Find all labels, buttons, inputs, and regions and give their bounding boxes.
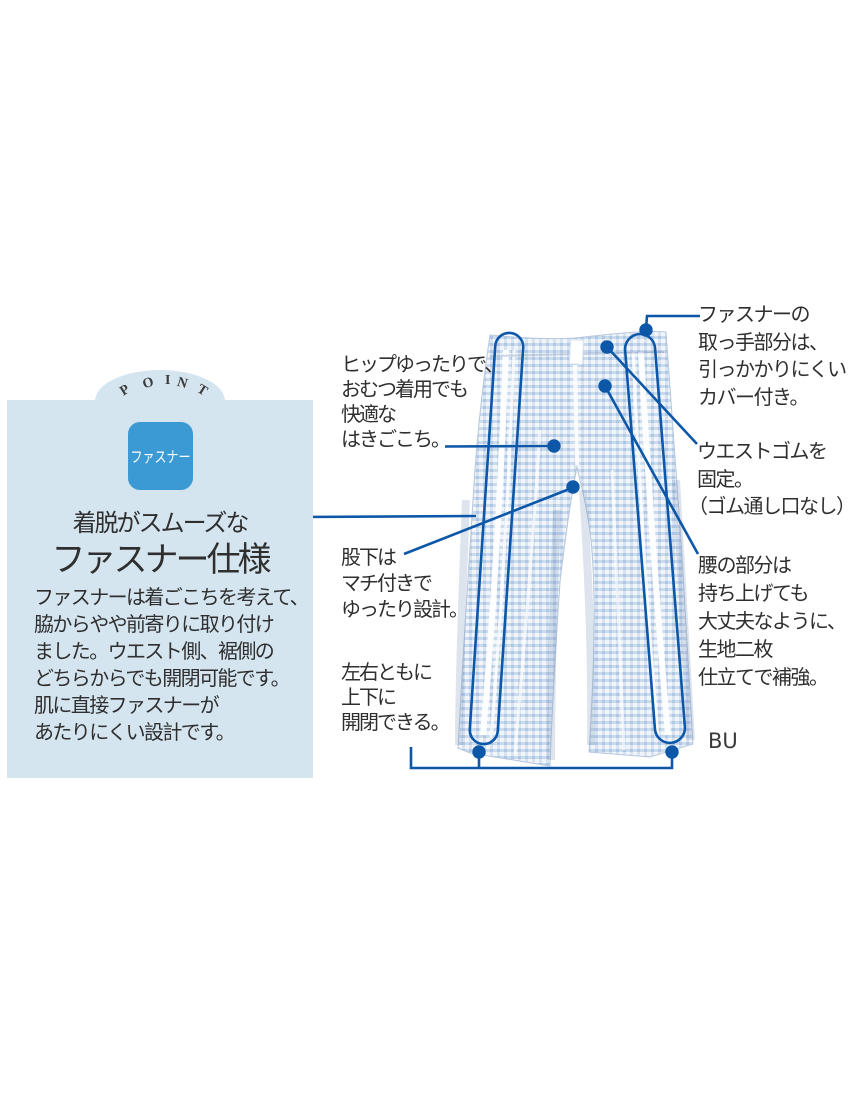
annotation-open-line: 開閉できる。 (341, 710, 451, 734)
annotation-reinforce-line: 大丈夫なように、 (698, 609, 847, 633)
annotation-reinforce-line: 仕立てで補強。 (698, 665, 829, 689)
care-tag (568, 339, 585, 365)
waist-reinforce-dot (598, 379, 612, 393)
annotation-reinforce-line: 腰の部分は (698, 553, 792, 577)
annotation-elastic-line: 固定。 (697, 466, 754, 491)
fastener-badge-label: ファスナー (130, 447, 191, 466)
annotation-fastener-handle: ファスナーの 取っ手部分は、 引っかかりにくい カバー付き。 (698, 301, 847, 411)
fastener-handle-leader-line (644, 314, 700, 330)
hem-bracket (409, 747, 674, 770)
point-box-title: ファスナー仕様 (51, 540, 272, 580)
point-box-body-line: 肌に直接ファスナーが (34, 693, 220, 717)
annotation-inseam: 股下は マチ付きで ゆったり設計。 (341, 544, 469, 622)
fabric-shading (455, 479, 695, 761)
fastener-badge: ファスナー (128, 422, 193, 490)
annotation-hip: ヒップゆったりで、 おむつ着用でも 快適な はきごこち。 (341, 352, 504, 452)
left-zipper-outline (468, 331, 525, 746)
annotation-open-line: 上下に (341, 685, 397, 709)
annotation-handle-line: 取っ手部分は、 (698, 329, 829, 354)
point-letter-i: I (165, 373, 171, 388)
seam-highlights (480, 349, 671, 755)
point-box-body-line: あたりにくい設計です。 (34, 720, 236, 744)
annotation-handle-line: カバー付き。 (698, 384, 809, 409)
waist-elastic-leader-line (606, 346, 698, 445)
point-box-connector-line (295, 514, 477, 519)
annotation-inseam-line: 股下は (341, 545, 397, 569)
hip-dot (547, 439, 561, 453)
point-box-subtitle: 着脱がスムーズな (72, 509, 250, 537)
point-box-body: ファスナーは着ごこちを考えて、 脇からやや前寄りに取り付け ました。ウエスト側、… (34, 584, 310, 746)
annotation-elastic-line: （ゴム通し口なし） (688, 494, 856, 518)
point-box-body-line: どちらからでも開閉可能です。 (34, 666, 291, 690)
annotation-hip-line: おむつ着用でも (341, 377, 469, 401)
annotation-inseam-line: ゆったり設計。 (341, 597, 469, 621)
annotation-hip-line: 快適な (341, 402, 397, 426)
hip-leader-line (444, 444, 554, 448)
annotation-elastic-line: ウエストゴムを (697, 439, 828, 463)
waist-reinforce-leader-line (603, 385, 700, 555)
point-box-body-line: ました。ウエスト側、裾側の (34, 639, 275, 663)
point-box: ファスナー 着脱がスムーズな ファスナー仕様 ファスナーは着ごこちを考えて、 脇… (7, 400, 313, 778)
annotation-reinforce-line: 生地二枚 (698, 637, 774, 661)
inseam-dot (566, 480, 580, 494)
leader-lines (295, 314, 700, 770)
fastener-handle-dot (639, 323, 653, 337)
waist-elastic-dot (600, 340, 614, 354)
annotation-open-both-sides: 左右ともに 上下に 開閉できる。 (341, 660, 451, 735)
annotation-waist-elastic: ウエストゴムを 固定。 （ゴム通し口なし） (688, 438, 856, 521)
right-zipper-outline (623, 332, 687, 745)
marker-dots (472, 323, 679, 759)
point-box-body-line: 脇からやや前寄りに取り付け (34, 612, 275, 636)
annotation-handle-line: 引っかかりにくい (698, 357, 847, 381)
annotation-waist-reinforce: 腰の部分は 持ち上げても 大丈夫なように、 生地二枚 仕立てで補強。 (698, 551, 847, 691)
left-hem-dot (472, 745, 486, 759)
annotation-handle-line: ファスナーの (698, 302, 810, 326)
annotation-hip-line: ヒップゆったりで、 (341, 352, 504, 376)
inseam-leader-line (403, 486, 573, 556)
point-box-body-line: ファスナーは着ごこちを考えて、 (34, 585, 310, 609)
annotation-inseam-line: マチ付きで (341, 571, 433, 595)
photo-credit-label: BU (708, 729, 738, 753)
annotation-hip-line: はきごこち。 (341, 427, 451, 451)
annotation-open-line: 左右ともに (341, 660, 433, 684)
annotation-reinforce-line: 持ち上げても (698, 581, 810, 605)
right-hem-dot (665, 745, 679, 759)
